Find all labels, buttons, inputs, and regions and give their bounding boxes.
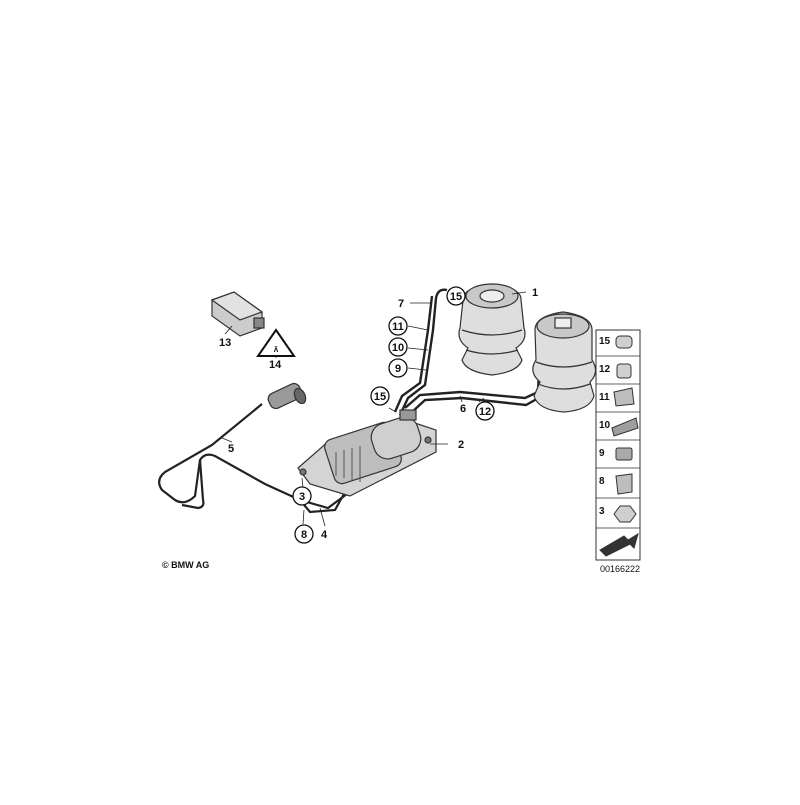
circled-label-9-text: 9 xyxy=(395,363,401,375)
air-line-7 xyxy=(398,288,448,416)
cable-clip-icon xyxy=(615,473,633,495)
label-4: 4 xyxy=(321,529,328,541)
circled-label-9: 9 xyxy=(388,358,408,378)
circled-label-15-mid-text: 15 xyxy=(374,391,386,403)
circled-label-11-text: 11 xyxy=(392,321,404,333)
legend-label-3: 3 xyxy=(599,506,605,517)
parts-legend: 15 12 11 10 9 8 3 xyxy=(595,329,641,561)
air-line-5-loop xyxy=(181,459,205,510)
air-spring-1 xyxy=(458,283,526,376)
label-1: 1 xyxy=(532,287,538,299)
label-2: 2 xyxy=(458,439,464,451)
air-line-12 xyxy=(411,394,543,413)
legend-label-12: 12 xyxy=(599,364,611,375)
label-6: 6 xyxy=(460,403,466,415)
leader-lines xyxy=(221,291,527,527)
diagram-number: 00166222 xyxy=(600,564,640,574)
circled-label-12: 12 xyxy=(475,401,495,421)
air-line-9 xyxy=(393,295,434,413)
legend-part-icons xyxy=(599,335,639,557)
holder-icon xyxy=(613,387,635,407)
circled-label-10: 10 xyxy=(388,337,408,357)
label-5: 5 xyxy=(228,443,234,455)
circled-label-3: 3 xyxy=(292,486,312,506)
air-line-4 xyxy=(299,491,346,514)
legend-dividers xyxy=(596,355,640,529)
circled-label-10-text: 10 xyxy=(392,342,404,354)
bracket-icon xyxy=(611,417,639,437)
clip-icon xyxy=(616,363,632,379)
circled-label-12-text: 12 xyxy=(479,406,491,418)
circled-label-15-mid: 15 xyxy=(370,386,390,406)
legend-label-9: 9 xyxy=(599,448,605,459)
circled-label-11: 11 xyxy=(388,316,408,336)
label-7: 7 xyxy=(398,298,404,310)
circled-label-15-top-text: 15 xyxy=(450,291,462,303)
label-14: 14 xyxy=(269,359,282,371)
control-unit-13 xyxy=(210,291,265,337)
legend-label-10: 10 xyxy=(599,420,611,431)
plain-labels: 1 2 4 5 6 7 13 14 xyxy=(219,287,538,541)
legend-label-8: 8 xyxy=(599,476,605,487)
svg-text:ʌ̃: ʌ̃ xyxy=(274,345,279,354)
label-13: 13 xyxy=(219,337,231,349)
circled-label-8: 8 xyxy=(294,524,314,544)
pipe-clip-icon xyxy=(615,447,633,461)
air-lines xyxy=(158,288,543,514)
air-line-5 xyxy=(158,403,356,510)
compressor-unit xyxy=(297,409,437,497)
arrow-icon xyxy=(599,532,639,557)
circled-label-3-text: 3 xyxy=(299,491,305,503)
pressure-sensor xyxy=(267,382,307,410)
circled-label-15-top: 15 xyxy=(446,286,466,306)
hex-nut-icon xyxy=(613,505,637,523)
warning-label-14: ʌ̃ xyxy=(256,328,296,357)
legend-label-15: 15 xyxy=(599,336,611,347)
circled-labels: 15 11 10 9 15 12 3 8 xyxy=(292,286,495,544)
circled-label-8-text: 8 xyxy=(301,529,307,541)
copyright-text: © BMW AG xyxy=(162,560,209,570)
legend-label-11: 11 xyxy=(599,392,610,403)
air-spring-2 xyxy=(532,311,597,413)
plug-icon xyxy=(615,335,633,349)
